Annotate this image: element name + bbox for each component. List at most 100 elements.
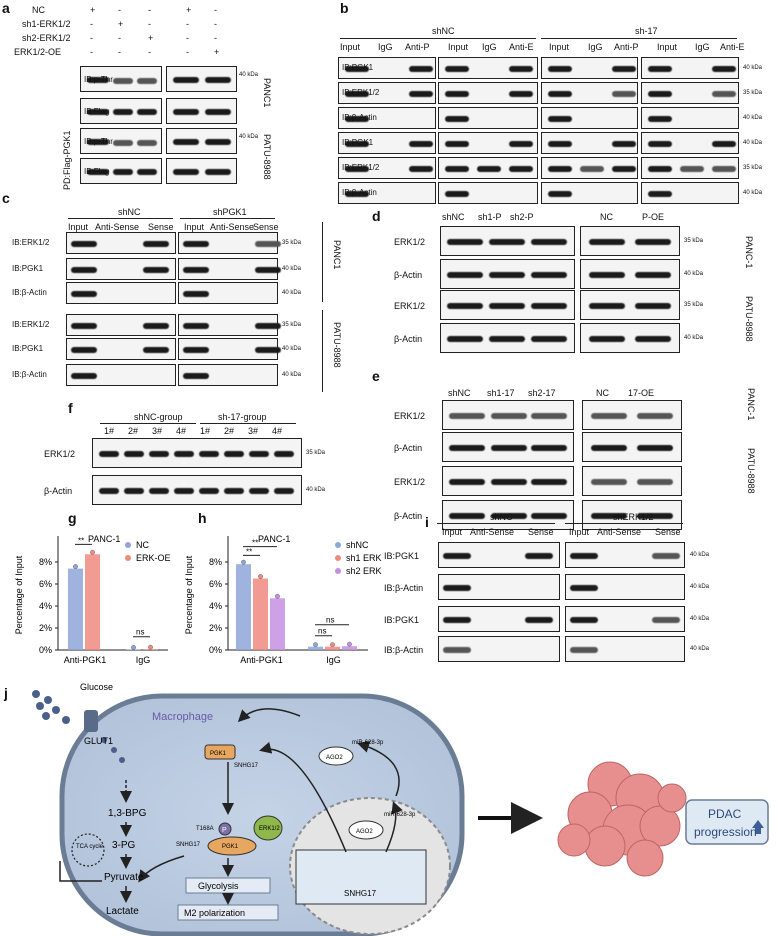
condition-mark: -	[90, 19, 93, 29]
protein-band	[224, 451, 244, 457]
glycolysis-label: Glycolysis	[198, 881, 239, 891]
blot-strip	[438, 574, 560, 600]
condition-mark: -	[118, 5, 121, 15]
lane-label: 3#	[248, 426, 259, 436]
protein-band	[409, 141, 433, 147]
lane-label: 2#	[224, 426, 235, 436]
condition-mark: -	[214, 19, 217, 29]
protein-band	[648, 116, 672, 122]
legend-marker	[335, 555, 341, 561]
blot-a-3	[80, 128, 162, 154]
cell-line-label: PATU-8988	[746, 448, 756, 494]
protein-band	[255, 347, 281, 353]
kda-label: 35 kDa	[282, 240, 302, 246]
legend-marker	[335, 542, 341, 548]
group-label: shNC	[432, 26, 455, 36]
side-label: PD:Flag-PGK1	[62, 130, 72, 190]
protein-band	[509, 141, 533, 147]
blot-strip	[442, 466, 574, 496]
mir-label: miR-628-3p	[384, 812, 416, 818]
sig-label: ns	[318, 627, 326, 636]
glucose-label: Glucose	[80, 682, 113, 692]
blot-strip	[438, 157, 538, 179]
protein-band	[589, 303, 625, 309]
protein-band	[712, 166, 736, 172]
blot-strip	[641, 107, 739, 129]
lane-label: shNC	[442, 212, 465, 222]
lane-label: sh1-P	[478, 212, 502, 222]
row-label: IB:ERK1/2	[342, 163, 380, 172]
row-label: IB:p-Thr	[84, 137, 113, 146]
protein-band	[648, 191, 672, 197]
sig-label: ns	[136, 628, 144, 637]
protein-band	[445, 191, 469, 197]
blot-a-2b	[166, 98, 237, 124]
lane-label: Anti-Sense	[470, 527, 515, 537]
blot-strip	[338, 157, 436, 179]
data-point	[148, 644, 153, 650]
protein-band	[531, 272, 567, 278]
condition-mark: -	[148, 47, 151, 57]
panel-letter-g: g	[68, 510, 77, 526]
condition-label: sh1-ERK1/2	[22, 19, 71, 29]
chart-h: 0%2%4%6%8%Percentage of InputPANC-1Anti-…	[184, 534, 382, 665]
data-point	[90, 549, 95, 555]
panel-letter-d: d	[372, 208, 381, 224]
protein-band	[183, 323, 209, 329]
chart-g: 0%2%4%6%8%Percentage of InputPANC-1Anti-…	[14, 534, 171, 665]
condition-label: ERK1/2-OE	[14, 47, 62, 57]
lane-label: IgG	[378, 42, 393, 52]
blot-a-1b	[166, 66, 237, 92]
progression-label: progression	[694, 825, 757, 839]
protein-band	[525, 617, 553, 623]
y-tick-label: 0%	[209, 645, 222, 655]
condition-mark: -	[214, 5, 217, 15]
lane-label: sh2-P	[510, 212, 534, 222]
blot-strip	[178, 258, 281, 280]
protein-band	[447, 336, 483, 342]
cell-line-label: PATU-8988	[744, 296, 754, 342]
protein-band	[124, 451, 144, 457]
blot-strip	[641, 157, 739, 179]
protein-band	[409, 91, 433, 97]
tca-label: TCA cycle	[76, 844, 104, 850]
protein-band	[345, 166, 369, 172]
lane-label: Input	[657, 42, 678, 52]
blot-strip	[92, 475, 302, 505]
up-arrow-icon	[752, 820, 764, 834]
data-point	[131, 645, 136, 650]
protein-band	[591, 479, 627, 485]
protein-band	[652, 553, 680, 559]
protein-band	[345, 91, 369, 97]
lane-label: Sense	[253, 222, 279, 232]
row-label: IB:β-Actin	[342, 188, 377, 197]
condition-mark: -	[90, 47, 93, 57]
kda-label: 40 kDa	[743, 140, 763, 146]
kda-label: 35 kDa	[684, 238, 704, 244]
blot-strip	[338, 107, 436, 129]
protein-band	[443, 585, 471, 591]
protein-band	[648, 91, 672, 97]
blot-strip	[442, 500, 574, 530]
group-label: sh-17-group	[218, 412, 267, 422]
lane-label: 3#	[152, 426, 163, 436]
kda-label: 40 kDa	[690, 616, 710, 622]
row-label: β-Actin	[394, 443, 423, 453]
row-label: β-Actin	[44, 486, 73, 496]
cell-line-label: PATU-8988	[332, 322, 342, 368]
kda-label: 40 kDa	[239, 134, 259, 140]
blot-strip	[338, 132, 436, 154]
blot-strip	[66, 282, 176, 304]
y-tick-label: 2%	[209, 623, 222, 633]
protein-band	[509, 91, 533, 97]
t168a-label: T168A	[196, 826, 214, 832]
protein-band	[491, 479, 527, 485]
condition-mark: +	[214, 47, 220, 57]
kda-label: 40 kDa	[306, 487, 326, 493]
chart-title: PANC-1	[88, 534, 120, 544]
protein-band	[589, 272, 625, 278]
group-label: sh-17	[635, 26, 658, 36]
protein-band	[183, 267, 209, 273]
condition-mark: -	[118, 47, 121, 57]
lane-label: Anti-Sense	[210, 222, 255, 232]
